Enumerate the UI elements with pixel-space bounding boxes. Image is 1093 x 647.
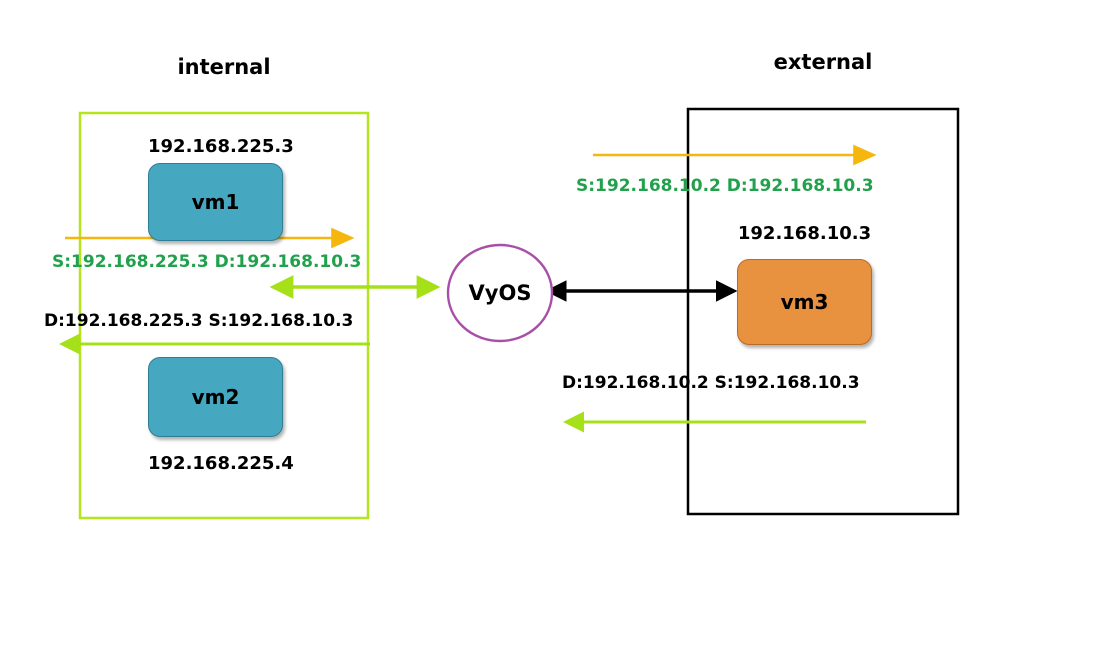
flow-label-external-in: D:192.168.10.2 S:192.168.10.3 bbox=[562, 373, 860, 393]
router-circle bbox=[446, 243, 554, 343]
vm-node-vm2[interactable]: vm2 bbox=[148, 357, 283, 437]
flow-label-external-out: S:192.168.10.2 D:192.168.10.3 bbox=[576, 176, 874, 196]
ip-label-vm1: 192.168.225.3 bbox=[148, 136, 294, 157]
flow-label-internal-out: S:192.168.225.3 D:192.168.10.3 bbox=[52, 252, 362, 272]
vm-node-vm1[interactable]: vm1 bbox=[148, 163, 283, 241]
flow-label-internal-in: D:192.168.225.3 S:192.168.10.3 bbox=[44, 311, 354, 331]
zone-internal-rect bbox=[78, 111, 370, 520]
ip-label-vm3: 192.168.10.3 bbox=[737, 223, 872, 244]
ip-label-vm2: 192.168.225.4 bbox=[148, 453, 294, 474]
zone-external-rect bbox=[686, 107, 960, 516]
zone-title-internal: internal bbox=[177, 55, 271, 79]
zone-title-external: external bbox=[773, 50, 873, 74]
router-node-vyos[interactable]: VyOS bbox=[468, 281, 532, 305]
vm-node-vm3[interactable]: vm3 bbox=[737, 259, 872, 345]
